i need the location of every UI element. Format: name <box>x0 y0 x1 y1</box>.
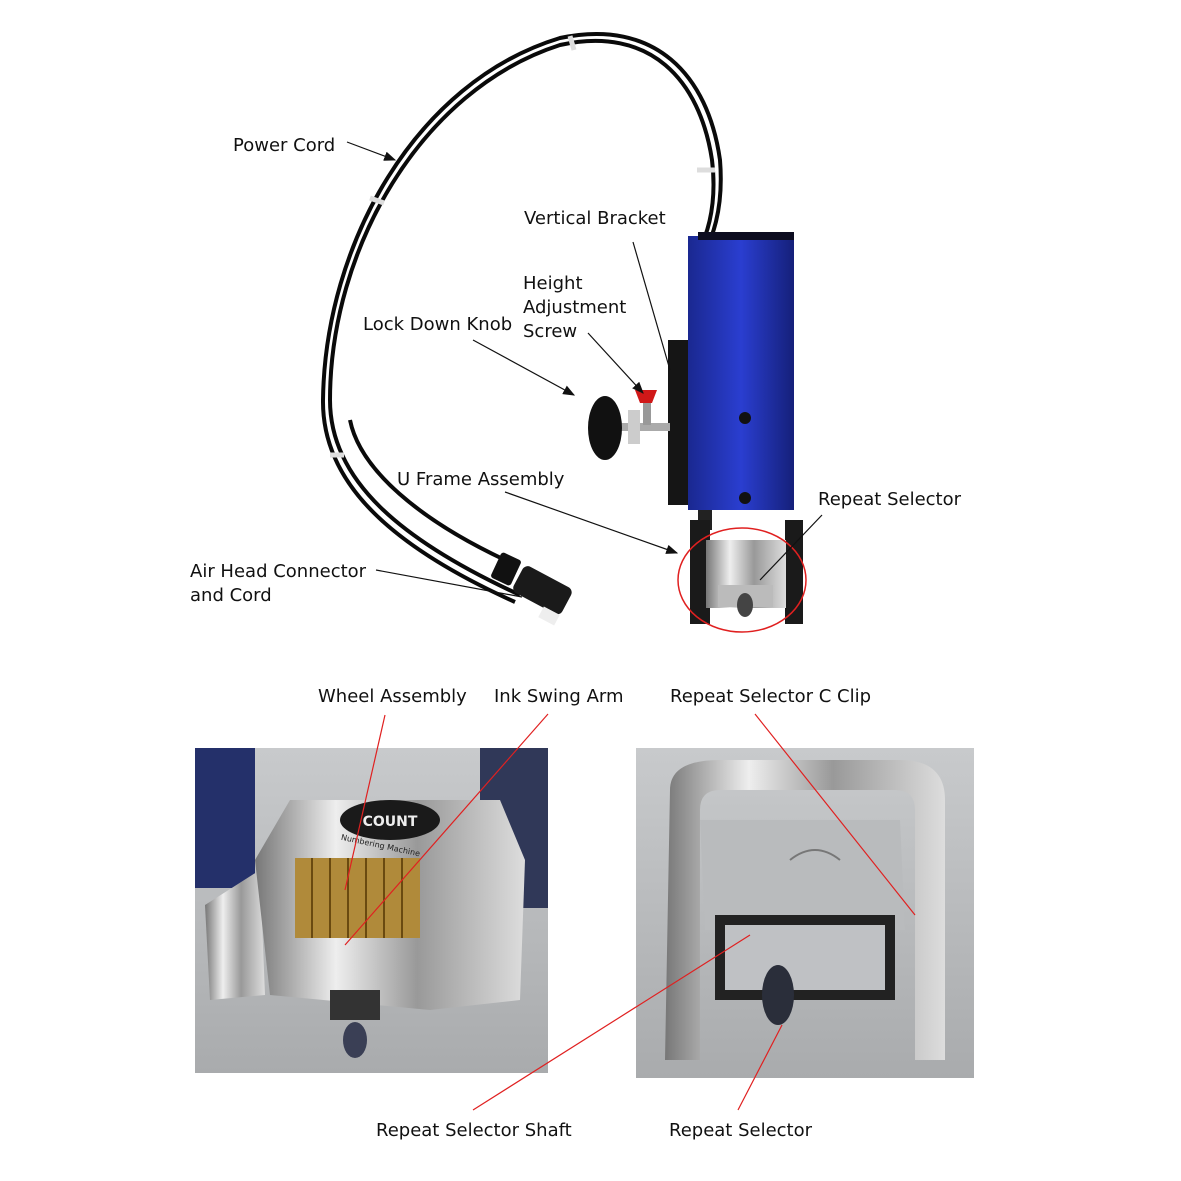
power-cord-graphic <box>320 32 723 604</box>
label-repeat-selector-shaft: Repeat Selector Shaft <box>376 1120 572 1141</box>
label-u-frame-assembly: U Frame Assembly <box>397 469 565 490</box>
repeat-selector-photo <box>636 748 974 1078</box>
label-repeat-selector-c-clip: Repeat Selector C Clip <box>670 686 871 707</box>
label-repeat-selector-top: Repeat Selector <box>818 489 962 510</box>
brand-logo: COUNT <box>363 814 418 830</box>
label-vertical-bracket: Vertical Bracket <box>524 208 666 229</box>
label-height-adjustment-screw-3: Screw <box>523 321 577 342</box>
u-frame-graphic <box>690 510 803 624</box>
label-height-adjustment-screw-1: Height <box>523 273 583 294</box>
label-power-cord: Power Cord <box>233 135 335 156</box>
label-air-head-connector-1: Air Head Connector <box>190 561 367 582</box>
label-wheel-assembly: Wheel Assembly <box>318 686 467 707</box>
vertical-bracket-graphic <box>668 232 794 510</box>
air-head-connector-graphic <box>491 552 572 626</box>
label-height-adjustment-screw-2: Adjustment <box>523 297 626 318</box>
label-air-head-connector-2: and Cord <box>190 585 272 606</box>
label-lock-down-knob: Lock Down Knob <box>363 314 512 335</box>
callout-leaders <box>344 713 916 1111</box>
repeat-selector-highlight <box>677 527 807 633</box>
label-repeat-selector-bottom: Repeat Selector <box>669 1120 813 1141</box>
wheel-assembly-photo: COUNT Numbering Machine <box>195 748 548 1073</box>
label-leaders <box>346 141 823 598</box>
lock-down-knob-graphic <box>588 390 670 460</box>
label-ink-swing-arm: Ink Swing Arm <box>494 686 624 707</box>
cord-ties <box>330 35 715 458</box>
